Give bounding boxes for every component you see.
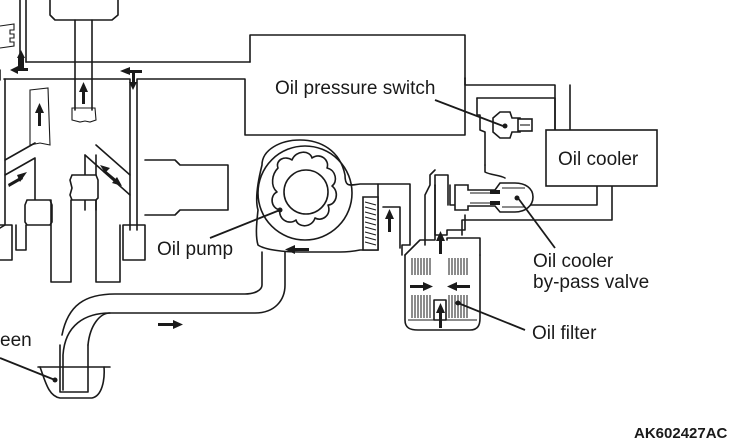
pump-outer-rotor <box>257 145 353 241</box>
arrow-crank-drill-left <box>8 172 27 187</box>
crank-lower-left <box>0 224 13 261</box>
filter-arrows <box>410 231 470 328</box>
leader-oil-filter-dot <box>455 300 461 306</box>
filter-element-lower-left <box>411 295 431 318</box>
engine-flow-arrows <box>8 50 142 187</box>
arrow-journal-2-up <box>79 82 88 104</box>
crank-pin-center <box>69 174 99 201</box>
bypass-spring-seat <box>490 190 500 194</box>
filter-element-upper-right <box>448 258 468 275</box>
label-bypass-valve-line2: by-pass valve <box>533 272 649 293</box>
leader-oil-pressure-switch <box>434 99 504 127</box>
pump-lobes <box>271 151 338 227</box>
filter-housing <box>404 254 481 331</box>
arrow-suction-right <box>158 320 183 329</box>
crank-web-left <box>4 142 36 201</box>
main-gallery-upper <box>25 34 466 79</box>
strainer-tube <box>59 344 89 393</box>
arrow-gallery-left-down <box>120 67 142 90</box>
label-oil-pressure-switch: Oil pressure switch <box>275 78 436 99</box>
arrow-relief-up <box>385 209 394 232</box>
gallery-to-switch <box>136 77 466 231</box>
journal-1 <box>0 78 6 229</box>
leader-oil-pump-dot <box>277 207 283 213</box>
bypass-passage <box>484 164 506 179</box>
strainer-bowl <box>39 366 105 399</box>
cylinder-head-outline <box>49 0 119 21</box>
arrow-pump-outlet-left <box>285 245 309 254</box>
filter-element-lower-right <box>448 295 468 318</box>
crank-pin-left <box>24 199 53 226</box>
engine-block <box>0 0 466 283</box>
label-oil-pump: Oil pump <box>157 239 233 260</box>
pump-housing <box>255 139 379 253</box>
label-oil-screen: een <box>0 330 32 351</box>
crank-nose <box>144 159 229 216</box>
filter-outlet-up <box>434 184 466 236</box>
leader-bypass-valve <box>517 197 556 249</box>
oil-pump <box>255 139 436 256</box>
leader-oil-pump <box>209 209 281 239</box>
arrow-filter-out-up <box>436 231 445 254</box>
bypass-housing <box>434 174 449 206</box>
leader-oil-screen-dot <box>52 377 58 383</box>
leader-oil-screen <box>0 357 56 381</box>
arrow-filter-in-right <box>410 282 433 291</box>
pump-to-filter <box>424 169 436 246</box>
main-gallery-lower-line <box>3 78 131 231</box>
arrow-journal-1-up <box>35 103 44 126</box>
label-oil-cooler: Oil cooler <box>558 149 639 170</box>
crank-lower-3 <box>50 199 72 283</box>
oil-strainer <box>37 251 286 399</box>
oil-cooler-box <box>545 129 658 187</box>
bypass-valve-body <box>454 182 534 213</box>
pump-inner-rotor <box>283 169 329 215</box>
journal-2-bearing <box>71 107 97 123</box>
label-bypass-valve-line1: Oil cooler <box>533 251 614 272</box>
arrow-gallery-up-left <box>10 50 28 74</box>
switch-housing-inner <box>476 97 486 166</box>
label-oil-filter: Oil filter <box>532 323 597 344</box>
switch-housing-top <box>476 97 556 131</box>
oil-filter <box>404 184 481 331</box>
oil-pressure-switch <box>492 111 533 139</box>
arrow-filter-in-left <box>447 282 470 291</box>
leader-oil-filter <box>457 302 526 331</box>
relief-valve-spring <box>364 201 377 246</box>
pump-outlet-passage <box>377 183 411 256</box>
filter-element-upper-left <box>411 258 431 275</box>
leader-lines <box>0 99 556 383</box>
arrow-crank-drill-right <box>100 165 122 186</box>
crank-lower-5 <box>122 224 146 261</box>
oil-cooler-bypass-valve <box>454 182 534 213</box>
switch-dot <box>502 123 508 129</box>
figure-reference-code: AK602427AC <box>634 425 728 441</box>
suction-pipe-inner-2 <box>87 312 111 346</box>
bypass-spring-seat-2 <box>490 201 500 205</box>
crank-lower-2 <box>15 224 27 251</box>
cooler-circuit <box>434 77 613 236</box>
relief-return <box>382 206 401 249</box>
crank-lower-4 <box>95 199 121 283</box>
cooler-outlet-line <box>461 185 613 236</box>
block-teeth <box>0 23 15 49</box>
suction-pipe-inner <box>61 251 263 336</box>
arrow-filter-center-up <box>436 303 445 328</box>
